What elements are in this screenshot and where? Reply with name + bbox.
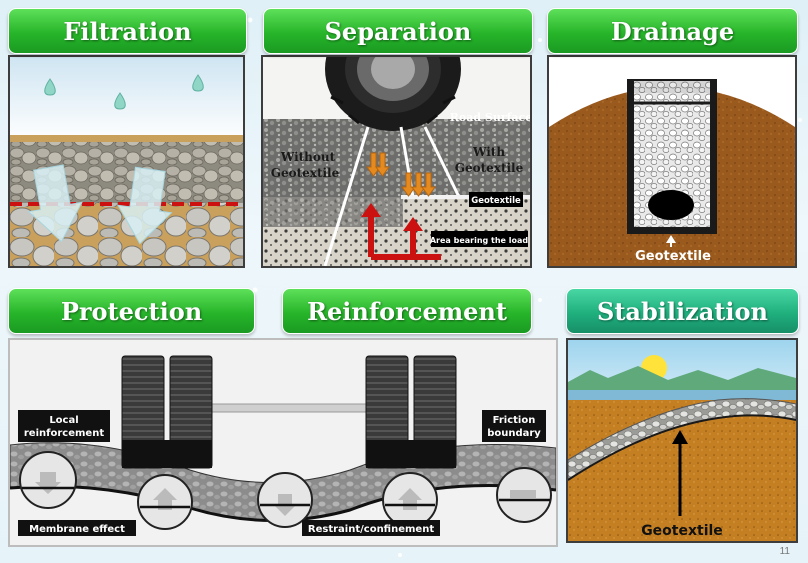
road-surface-label: Road Surface <box>450 111 530 124</box>
with-geotextile-label-1: With <box>472 145 505 159</box>
axle <box>204 403 376 413</box>
stabilization-title: Stabilization <box>597 296 768 326</box>
up-arrow-icon <box>672 430 688 516</box>
load-arrow-icon <box>366 152 436 197</box>
truck-tire-icon <box>325 57 461 131</box>
drainage-header: Drainage <box>547 8 798 54</box>
membrane-effect-label: Membrane effect <box>29 524 125 535</box>
geotextile-tag: Geotextile <box>471 196 521 206</box>
bearing-area-arrow-icon <box>368 213 441 260</box>
local-reinforcement-label-2: reinforcement <box>24 428 104 439</box>
restraint-confinement-label: Restraint/confinement <box>308 524 434 535</box>
without-geotextile-label-1: Without <box>280 150 336 164</box>
truck-wheel-icon <box>121 355 457 469</box>
protection-title: Protection <box>60 296 203 326</box>
friction-boundary-label-1: Friction <box>493 415 536 426</box>
water-drop-icon <box>44 74 204 110</box>
protection-header: Protection <box>8 288 255 334</box>
drainage-title: Drainage <box>610 16 735 46</box>
up-arrow-icon <box>666 235 676 247</box>
drainage-geotextile-label: Geotextile <box>635 249 711 264</box>
filtration-title: Filtration <box>63 16 192 46</box>
geotextile-layer <box>568 414 796 481</box>
geotextile-layer <box>401 195 530 199</box>
reinforcement-illustration: Local reinforcement Membrane effect Rest… <box>8 338 558 547</box>
local-reinforcement-label-1: Local <box>49 415 78 426</box>
page-number: 11 <box>779 546 790 557</box>
stabilization-illustration: Geotextile <box>566 338 798 543</box>
separation-title: Separation <box>324 16 472 46</box>
with-geotextile-label-2: Geotextile <box>455 161 524 175</box>
water-flow-arrow-icon <box>27 164 173 245</box>
drainage-illustration: Geotextile <box>547 55 797 268</box>
reinforcement-title: Reinforcement <box>307 296 507 326</box>
friction-boundary-label-2: boundary <box>487 428 541 439</box>
separation-header: Separation <box>263 8 533 54</box>
filtration-illustration <box>8 55 245 268</box>
stabilization-header: Stabilization <box>566 288 799 334</box>
bearing-area-tag: Area bearing the load <box>430 236 529 245</box>
separation-illustration: Road Surface Without Geotextile With Geo… <box>261 55 532 268</box>
reinforcement-header: Reinforcement <box>282 288 532 334</box>
stabilization-geotextile-label: Geotextile <box>641 523 723 539</box>
filtration-header: Filtration <box>8 8 247 54</box>
without-geotextile-label-2: Geotextile <box>271 166 340 180</box>
